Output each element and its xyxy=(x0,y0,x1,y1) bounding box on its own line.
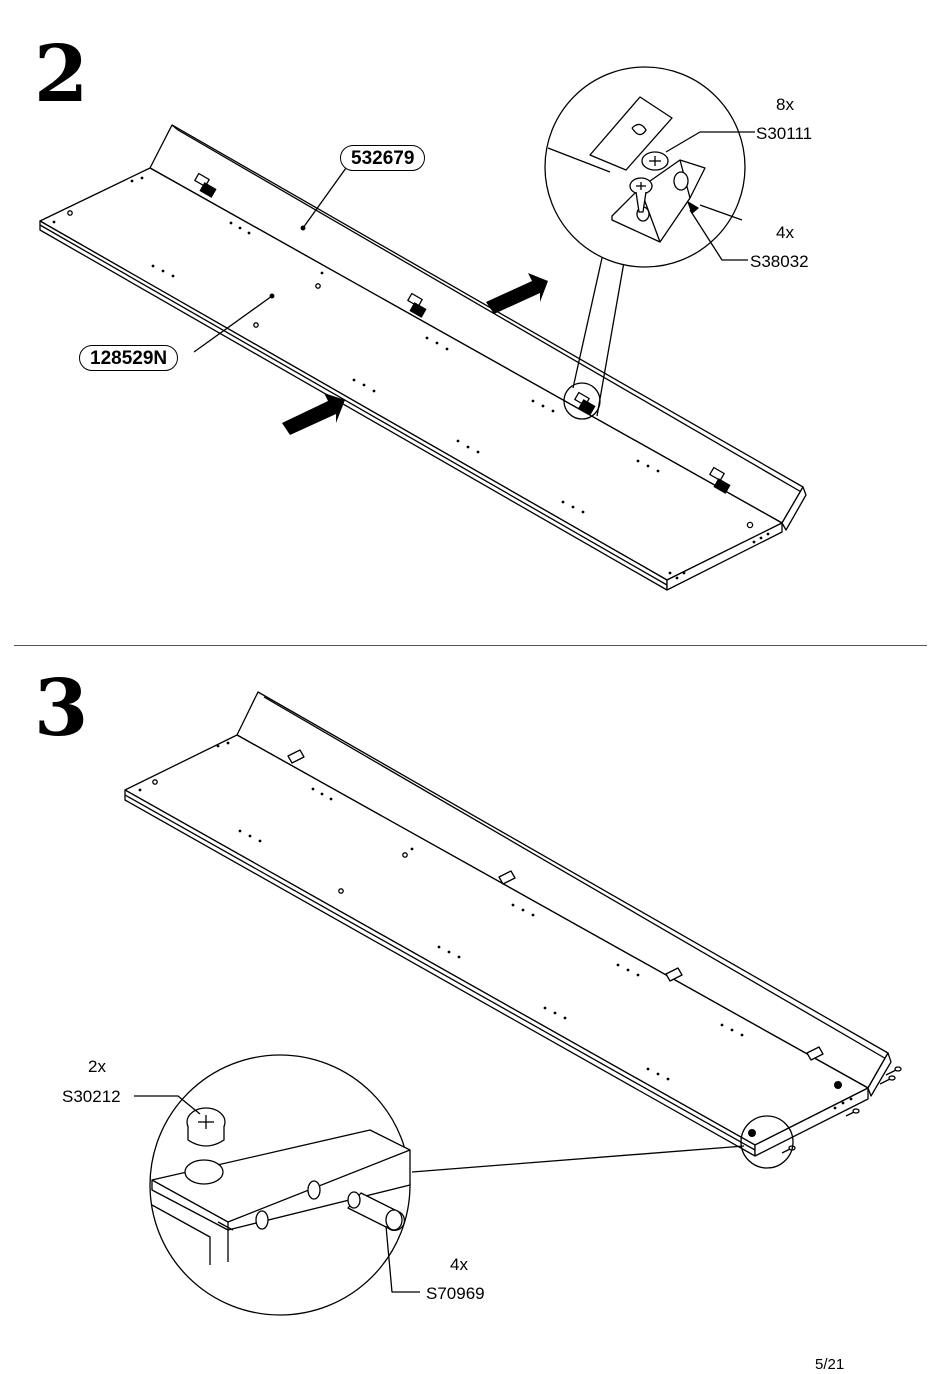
step-divider xyxy=(14,645,927,646)
step-2-number: 2 xyxy=(34,29,88,120)
bracket-1 xyxy=(194,172,217,198)
hw-code-s30212: S30212 xyxy=(62,1087,121,1106)
hw-code-s38032: S38032 xyxy=(750,252,809,271)
page-number: 5/21 xyxy=(815,1356,845,1373)
part-number-532679: 532679 xyxy=(340,145,426,171)
bracket-3 xyxy=(574,391,596,415)
bracket-4 xyxy=(709,466,731,494)
hw-qty-s30212: 2x xyxy=(88,1057,106,1076)
arrow-right-upper xyxy=(486,273,548,314)
step-3-illustration xyxy=(124,691,902,1316)
hw-code-s30111: S30111 xyxy=(756,124,813,143)
hw-qty-s30111: 8x xyxy=(776,95,794,114)
hw-code-s70969: S70969 xyxy=(426,1284,485,1303)
arrow-left-lower xyxy=(282,393,345,435)
bracket-2 xyxy=(407,292,427,318)
part-number-128529N: 128529N xyxy=(79,345,179,371)
step-3-number: 3 xyxy=(34,663,88,754)
hw-qty-s70969: 4x xyxy=(450,1255,468,1274)
hw-qty-s38032: 4x xyxy=(776,223,794,242)
